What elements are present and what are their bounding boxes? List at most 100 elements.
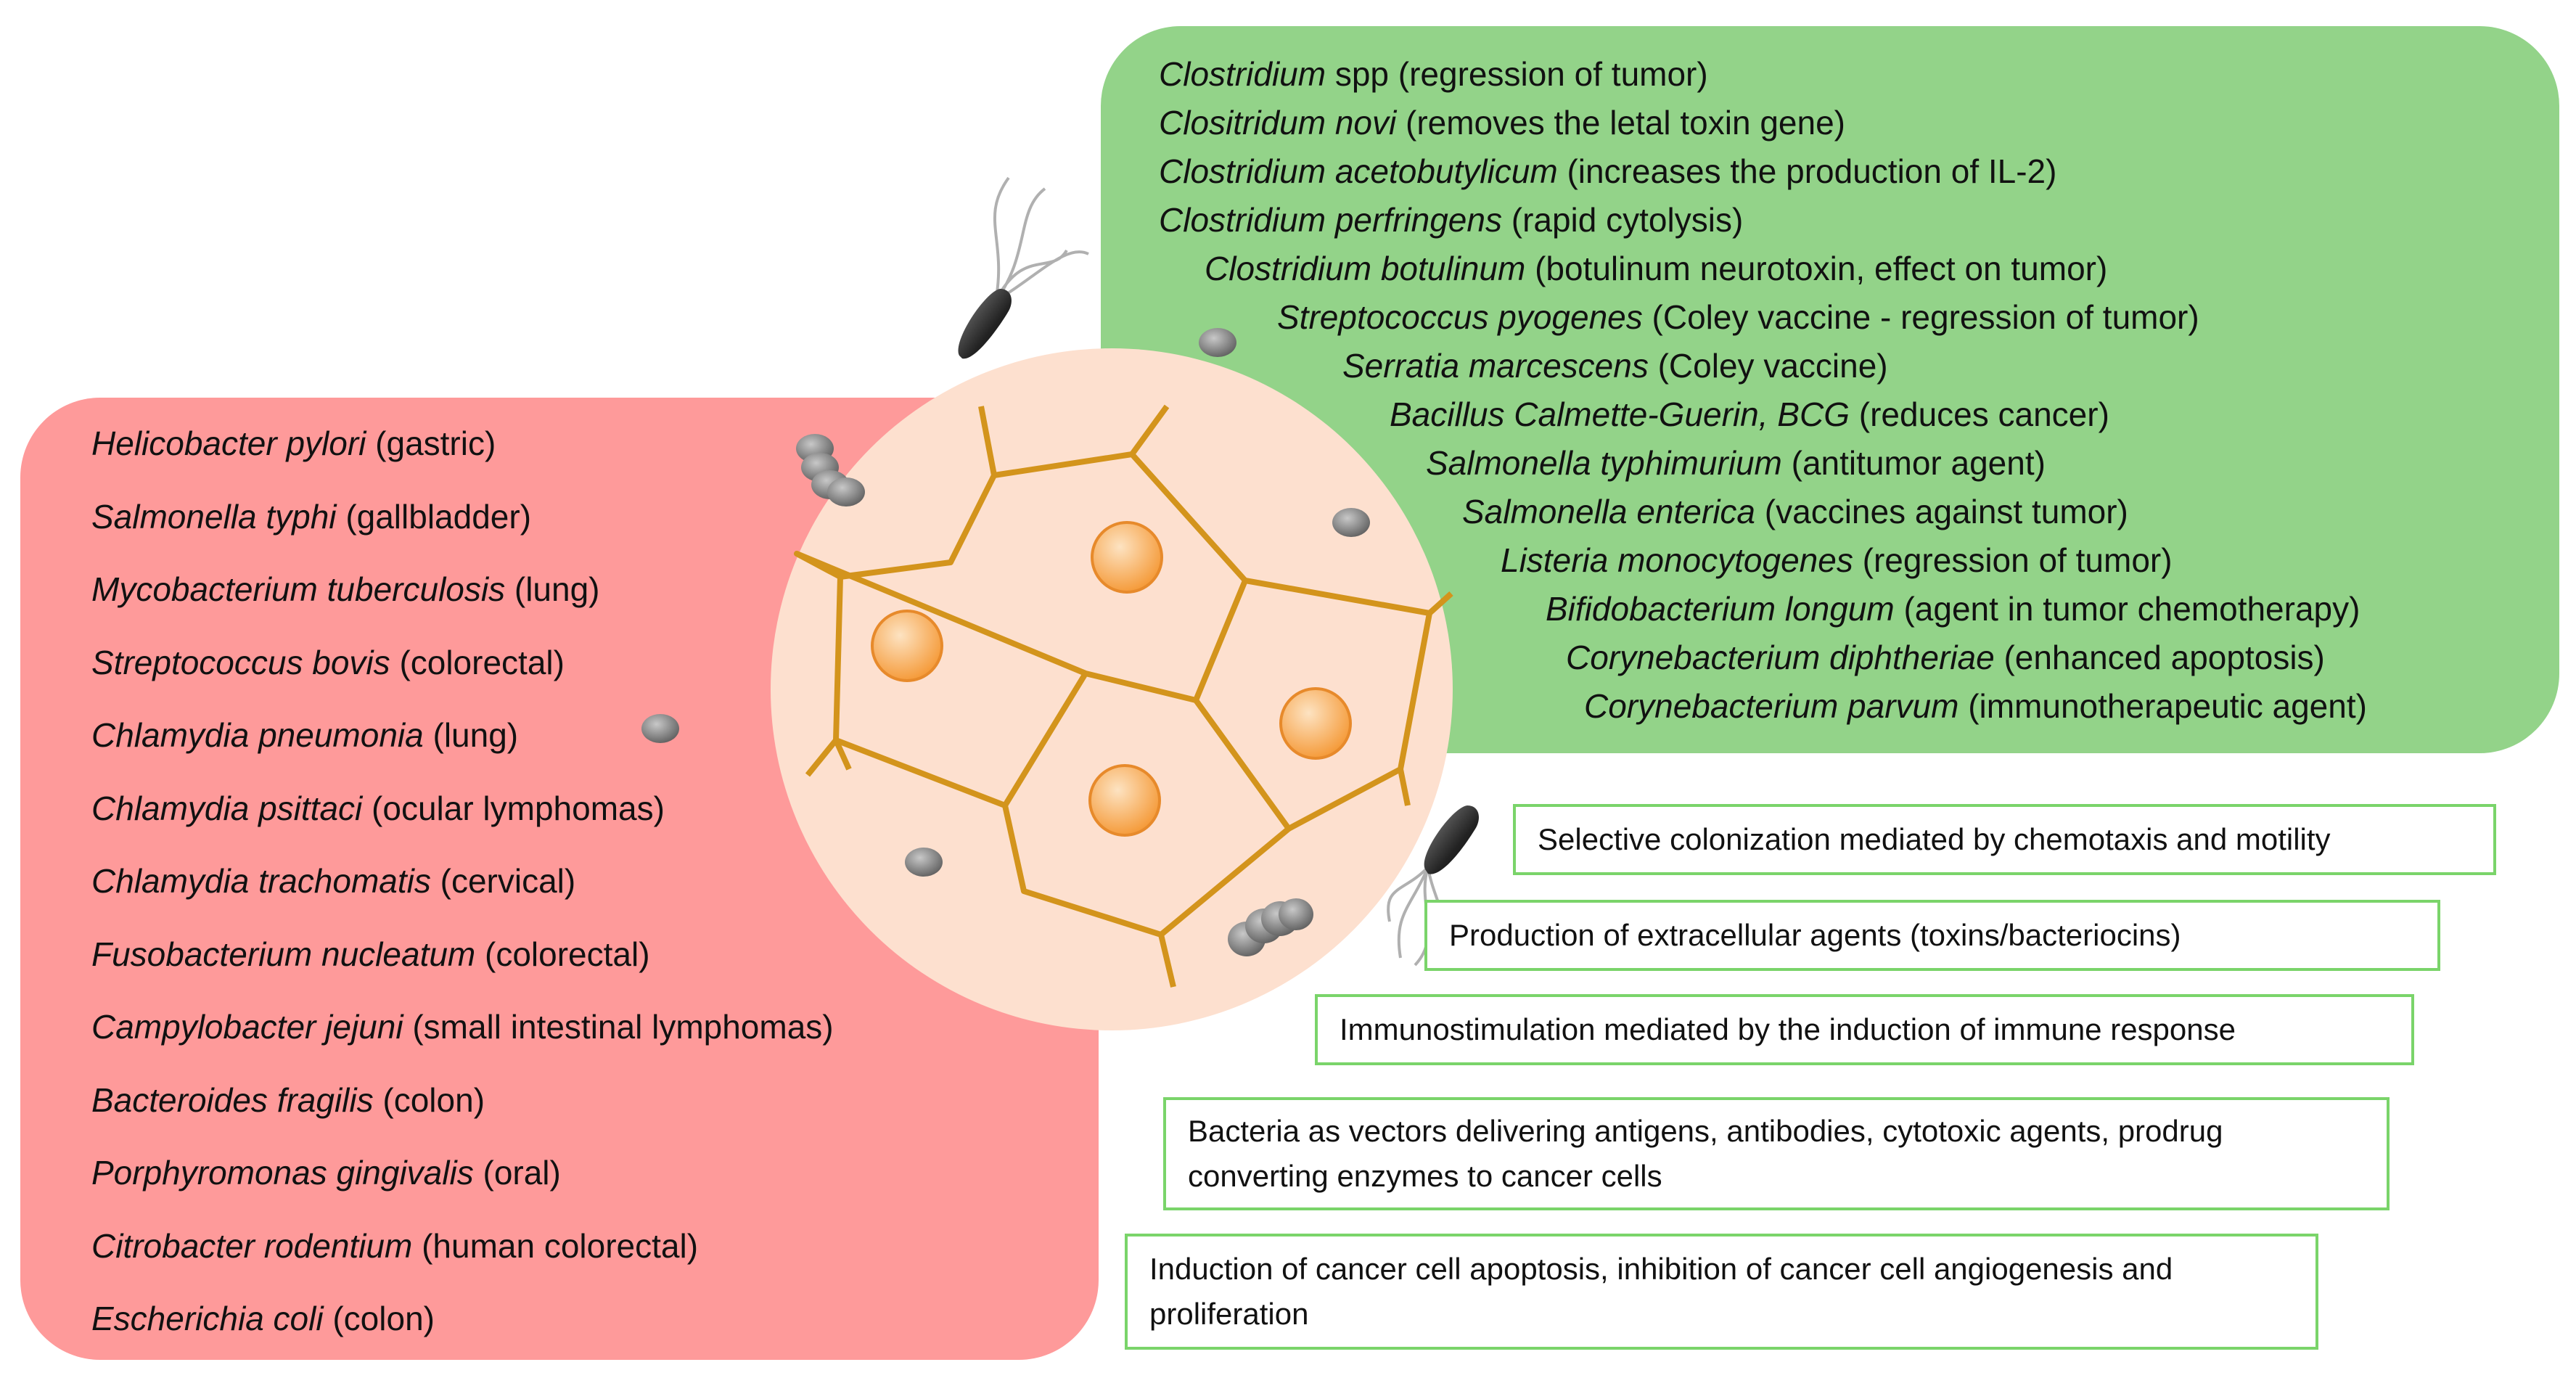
- bacterium-entry: Corynebacterium diphtheriae (enhanced ap…: [1566, 637, 2325, 678]
- cancer-effect-note: spp (regression of tumor): [1334, 55, 1708, 93]
- bacterium-entry: Fusobacterium nucleatum (colorectal): [91, 934, 650, 975]
- species-name: Campylobacter jejuni: [91, 1008, 403, 1046]
- mechanism-text: Selective colonization mediated by chemo…: [1538, 822, 2331, 856]
- species-name: Mycobacterium tuberculosis: [91, 570, 506, 608]
- bacterium-entry: Bifidobacterium longum (agent in tumor c…: [1546, 588, 2360, 629]
- bacterium-entry: Serratia marcescens (Coley vaccine): [1342, 345, 1888, 386]
- mechanism-box: Selective colonization mediated by chemo…: [1513, 804, 2496, 875]
- bacterium-entry: Listeria monocytogenes (regression of tu…: [1501, 540, 2173, 581]
- cancer-effect-note: (agent in tumor chemotherapy): [1903, 590, 2360, 628]
- cancer-effect-note: (antitumor agent): [1791, 444, 2046, 482]
- bacterium-entry: Bacillus Calmette-Guerin, BCG (reduces c…: [1390, 394, 2109, 435]
- bacterium-entry: Clostridium botulinum (botulinum neuroto…: [1205, 248, 2107, 289]
- bacterium-entry: Streptococcus bovis (colorectal): [91, 642, 565, 683]
- bacterium-entry: Salmonella typhimurium (antitumor agent): [1426, 443, 2046, 483]
- cancer-effect-note: (lung): [514, 570, 600, 608]
- cancer-effect-note: (botulinum neurotoxin, effect on tumor): [1535, 250, 2108, 287]
- species-name: Corynebacterium diphtheriae: [1566, 639, 1995, 676]
- bacterium-entry: Clostridium spp (regression of tumor): [1159, 54, 1708, 94]
- cancer-effect-note: (rapid cytolysis): [1511, 201, 1744, 239]
- species-name: Salmonella typhimurium: [1426, 444, 1782, 482]
- bacterium-entry: Bacteroides fragilis (colon): [91, 1080, 485, 1120]
- mechanism-text: Bacteria as vectors delivering antigens,…: [1188, 1114, 2223, 1193]
- species-name: Bifidobacterium longum: [1546, 590, 1895, 628]
- cancer-effect-note: (Coley vaccine - regression of tumor): [1652, 298, 2199, 336]
- species-name: Clostridium: [1159, 55, 1326, 93]
- species-name: Serratia marcescens: [1342, 347, 1649, 385]
- bacterium-entry: Salmonella enterica (vaccines against tu…: [1462, 491, 2128, 532]
- species-name: Chlamydia pneumonia: [91, 716, 424, 754]
- species-name: Streptococcus bovis: [91, 643, 390, 681]
- species-name: Corynebacterium parvum: [1584, 687, 1959, 725]
- species-name: Clostridium perfringens: [1159, 201, 1502, 239]
- coccus-bacterium-icon: [641, 714, 679, 743]
- cancer-effect-note: (reduces cancer): [1858, 395, 2109, 433]
- mechanism-box: Induction of cancer cell apoptosis, inhi…: [1125, 1234, 2318, 1350]
- tumor-cells: [794, 404, 1453, 988]
- cancer-effect-note: (colon): [332, 1300, 435, 1337]
- bacterium-entry: Mycobacterium tuberculosis (lung): [91, 569, 600, 610]
- bacterium-entry: Clostridium acetobutylicum (increases th…: [1159, 151, 2056, 192]
- cancer-effect-note: (human colorectal): [422, 1226, 699, 1265]
- cancer-effect-note: (vaccines against tumor): [1764, 493, 2128, 530]
- cancer-effect-note: (colorectal): [399, 643, 565, 681]
- flagellated-rod-bacterium-icon: [958, 176, 1089, 359]
- species-name: Chlamydia psittaci: [91, 789, 363, 827]
- species-name: Fusobacterium nucleatum: [91, 935, 476, 973]
- bacterium-entry: Escherichia coli (colon): [91, 1298, 435, 1339]
- species-name: Salmonella enterica: [1462, 493, 1756, 530]
- species-name: Porphyromonas gingivalis: [91, 1154, 474, 1192]
- coccus-bacterium-icon: [827, 477, 865, 507]
- coccus-bacterium-icon: [1332, 508, 1370, 537]
- mechanism-box: Immunostimulation mediated by the induct…: [1315, 994, 2414, 1065]
- bacterium-entry: Chlamydia psittaci (ocular lymphomas): [91, 788, 665, 829]
- cancer-effect-note: (increases the production of IL-2): [1567, 152, 2057, 190]
- cancer-effect-note: (ocular lymphomas): [372, 789, 665, 827]
- cancer-effect-note: (enhanced apoptosis): [2003, 639, 2325, 676]
- species-name: Clostridium botulinum: [1205, 250, 1526, 287]
- cancer-effect-note: (oral): [483, 1154, 561, 1192]
- nucleus: [871, 610, 943, 682]
- cancer-effect-note: (removes the letal toxin gene): [1406, 104, 1845, 142]
- bacterium-entry: Helicobacter pylori (gastric): [91, 423, 496, 464]
- species-name: Streptococcus pyogenes: [1277, 298, 1643, 336]
- bacterium-entry: Campylobacter jejuni (small intestinal l…: [91, 1006, 834, 1047]
- coccus-bacterium-icon: [1199, 328, 1236, 357]
- species-name: Clositridum novi: [1159, 104, 1397, 142]
- cancer-effect-note: (regression of tumor): [1862, 541, 2173, 579]
- species-name: Citrobacter rodentium: [91, 1226, 413, 1265]
- nucleus: [1279, 687, 1352, 760]
- bacterium-entry: Chlamydia pneumonia (lung): [91, 715, 518, 755]
- cancer-effect-note: (colorectal): [485, 935, 650, 973]
- nucleus: [1091, 521, 1163, 594]
- bacterium-entry: Citrobacter rodentium (human colorectal): [91, 1226, 698, 1266]
- species-name: Bacillus Calmette-Guerin, BCG: [1390, 395, 1850, 433]
- cancer-effect-note: (small intestinal lymphomas): [412, 1008, 834, 1046]
- bacteria-cocci: [641, 328, 1370, 956]
- nucleus: [1088, 764, 1161, 837]
- mechanism-box: Production of extracellular agents (toxi…: [1424, 900, 2440, 971]
- bacterium-entry: Chlamydia trachomatis (cervical): [91, 861, 575, 901]
- mechanism-text: Production of extracellular agents (toxi…: [1449, 918, 2181, 952]
- bacterium-entry: Corynebacterium parvum (immunotherapeuti…: [1584, 686, 2367, 726]
- species-name: Listeria monocytogenes: [1501, 541, 1853, 579]
- species-name: Helicobacter pylori: [91, 425, 366, 462]
- species-name: Bacteroides fragilis: [91, 1080, 374, 1119]
- bacterium-entry: Clositridum novi (removes the letal toxi…: [1159, 102, 1845, 143]
- mechanism-box: Bacteria as vectors delivering antigens,…: [1163, 1097, 2390, 1210]
- mechanism-text: Induction of cancer cell apoptosis, inhi…: [1149, 1252, 2173, 1331]
- coccus-bacterium-icon: [905, 848, 943, 877]
- cancer-effect-note: (immunotherapeutic agent): [1968, 687, 2367, 725]
- cancer-effect-note: (gallbladder): [345, 497, 532, 536]
- bacterium-entry: Clostridium perfringens (rapid cytolysis…: [1159, 200, 1743, 240]
- cancer-effect-note: (colon): [382, 1080, 485, 1119]
- bacterium-entry: Salmonella typhi (gallbladder): [91, 496, 531, 537]
- bacterium-entry: Streptococcus pyogenes (Coley vaccine - …: [1277, 297, 2199, 337]
- tissue-circle: [771, 348, 1453, 1030]
- coccus-bacterium-icon: [1279, 898, 1313, 930]
- cell-nuclei: [871, 521, 1352, 837]
- species-name: Chlamydia trachomatis: [91, 862, 431, 900]
- species-name: Escherichia coli: [91, 1300, 324, 1337]
- species-name: Clostridium acetobutylicum: [1159, 152, 1558, 190]
